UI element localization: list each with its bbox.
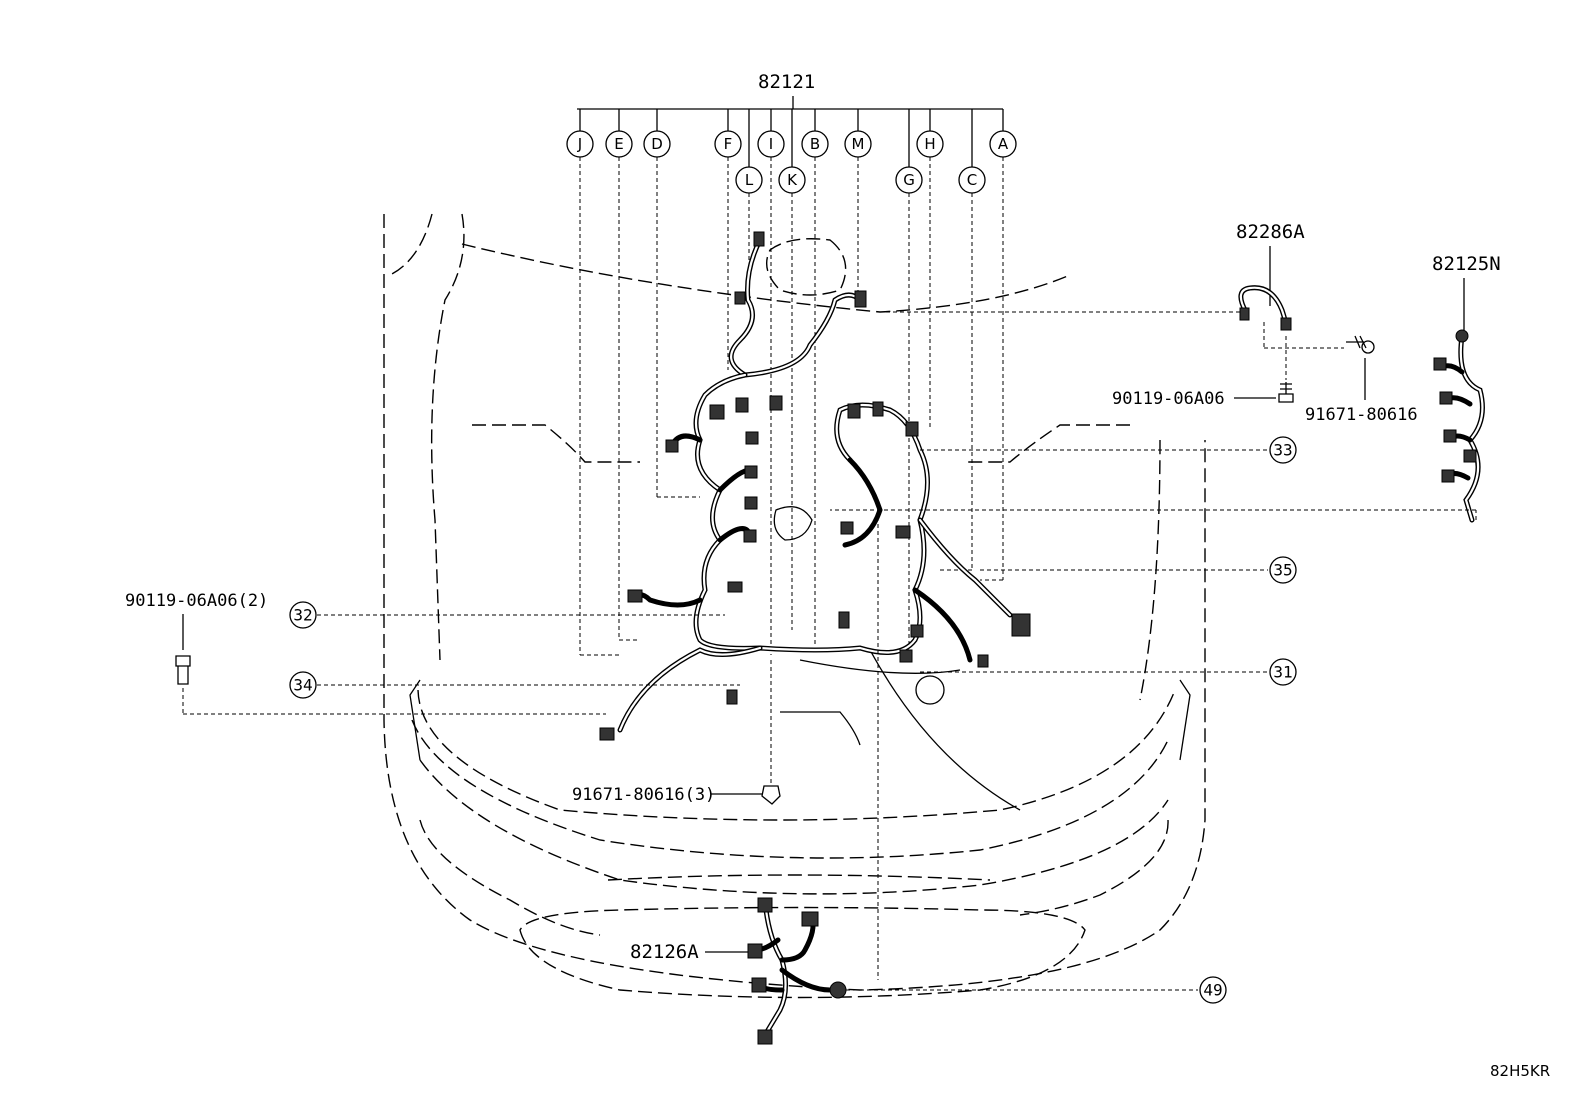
branch-letter-k: K: [778, 109, 806, 630]
svg-text:C: C: [967, 171, 977, 189]
diagram-code: 82H5KR: [1490, 1062, 1550, 1080]
branch-letter-h: H: [916, 109, 944, 430]
callout-32: 32: [289, 601, 725, 629]
bolt-90119-06A06: 90119-06A06: [1112, 382, 1294, 409]
callout-35: 35: [980, 556, 1297, 584]
part-82125N-label: 82125N: [1432, 253, 1501, 275]
branch-letter-f: F: [714, 109, 742, 370]
branch-letter-j: J: [566, 109, 594, 655]
vehicle-body-outline: [383, 213, 1206, 999]
part-82126A-label: 82126A: [630, 941, 699, 963]
part-82121-label: 82121: [758, 71, 815, 93]
branch-letter-b: B: [801, 109, 829, 645]
svg-text:L: L: [745, 171, 754, 189]
callout-34: 34: [289, 671, 740, 699]
branch-letter-e: E: [605, 109, 633, 640]
main-harness-82121: [599, 231, 1031, 741]
svg-text:H: H: [924, 135, 935, 153]
branch-letter-m: M: [844, 109, 872, 300]
svg-text:B: B: [810, 135, 820, 153]
harness-82125N: 82125N: [830, 253, 1501, 523]
part-91671-80616-label: 91671-80616: [1305, 405, 1418, 425]
svg-text:35: 35: [1273, 561, 1292, 580]
bolt-90119-06A06-qty2: 90119-06A06(2): [125, 591, 606, 715]
branch-letter-g: G: [895, 109, 923, 645]
main-harness-bracket: 82121: [577, 71, 1003, 110]
part-91671-80616-3-label: 91671-80616(3): [572, 785, 715, 805]
branch-letter-l: L: [735, 109, 763, 300]
svg-text:G: G: [903, 171, 915, 189]
svg-text:I: I: [769, 135, 773, 153]
clip-91671-80616-qty3: 91671-80616(3): [572, 660, 781, 805]
part-82286A-label: 82286A: [1236, 221, 1305, 243]
svg-text:F: F: [724, 135, 733, 153]
svg-text:M: M: [852, 135, 865, 153]
callout-49: 49: [846, 976, 1227, 1004]
svg-text:E: E: [614, 135, 623, 153]
branch-letter-a: A: [989, 109, 1017, 580]
svg-text:33: 33: [1273, 441, 1292, 460]
branch-letter-i: I: [757, 109, 785, 655]
svg-text:31: 31: [1273, 663, 1292, 682]
branch-letter-d: D: [643, 109, 671, 497]
svg-text:J: J: [577, 135, 582, 153]
svg-text:49: 49: [1203, 981, 1222, 1000]
clip-91671-80616: 91671-80616: [1305, 335, 1418, 425]
svg-text:K: K: [787, 171, 798, 189]
svg-text:A: A: [998, 135, 1009, 153]
branch-letter-c: C: [958, 109, 986, 570]
svg-text:34: 34: [293, 676, 312, 695]
harness-82286A: 82286A: [886, 221, 1344, 380]
part-90119-06A06-label: 90119-06A06: [1112, 389, 1225, 409]
callout-33: 33: [920, 436, 1297, 464]
svg-text:D: D: [651, 135, 663, 153]
callout-31: 31: [920, 658, 1297, 686]
svg-text:32: 32: [293, 606, 312, 625]
harness-82126A: 82126A: [630, 897, 847, 1045]
part-90119-06A06-2-label: 90119-06A06(2): [125, 591, 268, 611]
